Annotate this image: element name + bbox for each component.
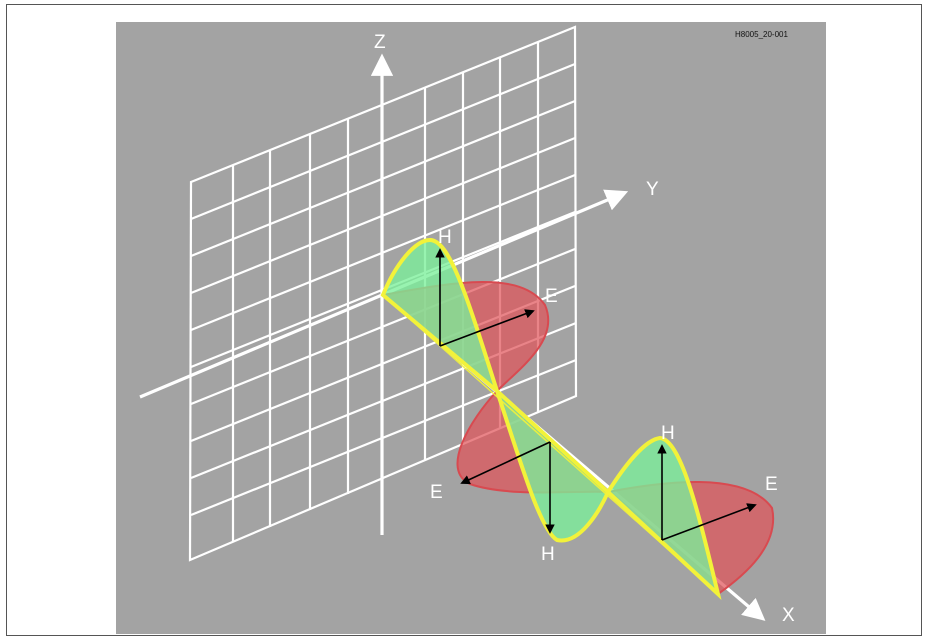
field-vectors <box>435 248 757 541</box>
h-label-3: H <box>661 423 675 444</box>
h-label-2: H <box>541 544 555 565</box>
e-label-2: E <box>430 482 443 503</box>
e-label-1: E <box>545 286 558 307</box>
x-axis-label: X <box>782 605 795 626</box>
y-axis-label: Y <box>646 179 659 200</box>
h-label-1: H <box>438 227 452 248</box>
z-axis-label: Z <box>374 32 386 53</box>
e-vector-1 <box>439 309 535 347</box>
e-vector-2 <box>460 441 551 485</box>
e-label-3: E <box>765 474 778 495</box>
figure-id: H8005_20-001 <box>735 30 788 39</box>
e-vector-3 <box>661 503 757 541</box>
